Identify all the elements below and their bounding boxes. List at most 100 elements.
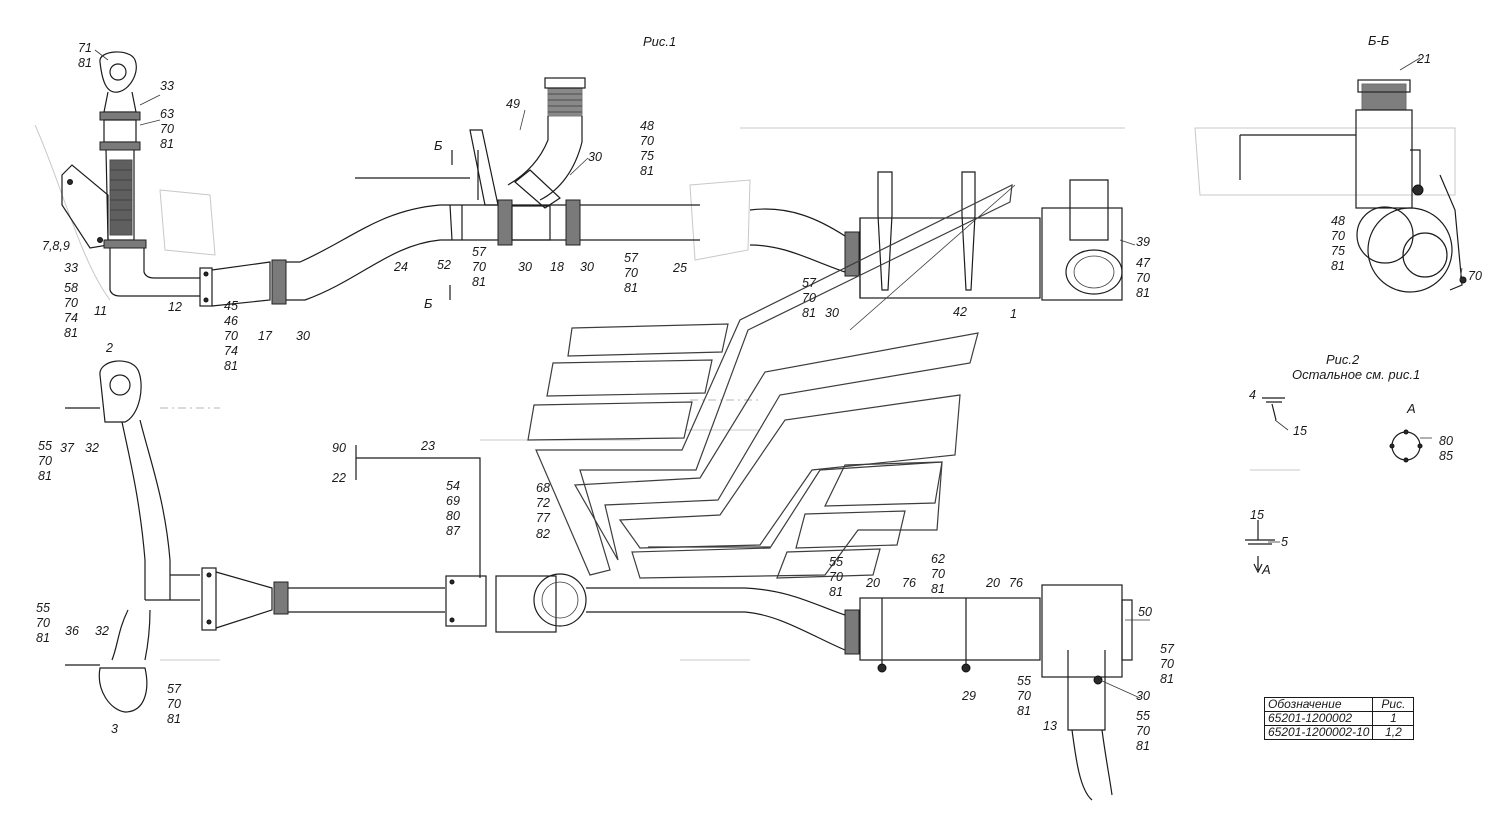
callout-number: 25 <box>672 261 687 275</box>
callout-number: 30 <box>1136 689 1150 703</box>
row-figure: 1 <box>1372 711 1415 726</box>
callout-number: 29 <box>961 689 976 703</box>
callout-number: 30 <box>580 260 594 274</box>
callout-number: 74 <box>224 344 238 358</box>
designation-table-header: Обозначение Рис. <box>1263 697 1415 712</box>
callout-number: 77 <box>536 511 551 525</box>
callout-number: 24 <box>393 260 408 274</box>
callout-number: 11 <box>94 304 107 318</box>
callout-number: 81 <box>472 275 486 289</box>
callout-number: 70 <box>1331 229 1345 243</box>
callout-number: 75 <box>1331 244 1345 258</box>
section-caption: Б-Б <box>1368 33 1390 48</box>
row-designation: 65201-1200002 <box>1263 711 1374 726</box>
header-figure: Рис. <box>1372 697 1415 712</box>
callout-number: 81 <box>931 582 945 596</box>
callout-number: 21 <box>1416 52 1431 66</box>
callout-number: 48 <box>1331 214 1345 228</box>
callout-number: 30 <box>296 329 310 343</box>
callout-number: 30 <box>518 260 532 274</box>
callout-number: 57 <box>624 251 639 265</box>
callout-number: 70 <box>640 134 654 148</box>
callout-number: 55 <box>38 439 52 453</box>
callout-number: 4 <box>1249 388 1256 402</box>
callout-number: 70 <box>624 266 638 280</box>
callout-number: 80 <box>446 509 460 523</box>
callout-number: 32 <box>95 624 109 638</box>
callout-number: 70 <box>1160 657 1174 671</box>
callout-number: 81 <box>160 137 174 151</box>
callout-number: 81 <box>1136 286 1150 300</box>
row-designation: 65201-1200002-10 <box>1263 725 1374 740</box>
captions: Рис.1 Б-Б Рис.2 Остальное см. рис.1 A А … <box>424 33 1420 577</box>
callout-number: 33 <box>64 261 78 275</box>
callout-number: 57 <box>802 276 817 290</box>
callout-number: 81 <box>829 585 843 599</box>
callout-number: 85 <box>1439 449 1453 463</box>
callout-number: 81 <box>224 359 238 373</box>
view-a-label: A <box>1406 401 1416 416</box>
callout-number: 72 <box>536 496 550 510</box>
callout-number: 30 <box>825 306 839 320</box>
callout-number: 46 <box>224 314 238 328</box>
callout-number: 70 <box>36 616 50 630</box>
fig2-caption: Рис.2 <box>1326 352 1360 367</box>
callout-number: 18 <box>550 260 564 274</box>
callout-number: 23 <box>420 439 435 453</box>
callout-number: 70 <box>1136 724 1150 738</box>
callout-number: 70 <box>160 122 174 136</box>
callout-number: 58 <box>64 281 78 295</box>
callout-number: 49 <box>506 97 520 111</box>
callout-number: 47 <box>1136 256 1151 270</box>
frame-background <box>34 124 1456 661</box>
callout-number: 81 <box>624 281 638 295</box>
callout-number: 54 <box>446 479 460 493</box>
callout-number: 50 <box>1138 605 1152 619</box>
callout-number: 70 <box>829 570 843 584</box>
callout-number: 52 <box>437 258 451 272</box>
callout-number: 5 <box>1281 535 1288 549</box>
arrow-a-label: А <box>1261 562 1271 577</box>
callout-number: 57 <box>472 245 487 259</box>
callout-number: 87 <box>446 524 461 538</box>
callout-number: 37 <box>60 441 75 455</box>
callout-number: 20 <box>985 576 1000 590</box>
cut-b-bottom-label: Б <box>424 296 433 311</box>
callout-number: 55 <box>36 601 50 615</box>
callout-number: 70 <box>224 329 238 343</box>
callout-number: 39 <box>1136 235 1150 249</box>
lower-assembly <box>65 360 1133 801</box>
callout-number: 70 <box>802 291 816 305</box>
callout-number: 70 <box>472 260 486 274</box>
callout-number: 13 <box>1043 719 1057 733</box>
callout-number: 81 <box>802 306 816 320</box>
watermark-logo <box>527 183 1013 579</box>
callout-number: 57 <box>1160 642 1175 656</box>
callout-number: 3 <box>111 722 118 736</box>
callout-number: 45 <box>224 299 238 313</box>
upper-assembly <box>61 51 1123 331</box>
fig2-note: Остальное см. рис.1 <box>1292 367 1420 382</box>
callout-number: 42 <box>953 305 967 319</box>
callout-number: 75 <box>640 149 654 163</box>
callout-number: 81 <box>167 712 181 726</box>
callout-number: 7,8,9 <box>42 239 70 253</box>
callout-number: 82 <box>536 527 550 541</box>
fig2-details <box>1245 397 1423 574</box>
callout-number: 71 <box>78 41 92 55</box>
callout-number: 76 <box>1009 576 1023 590</box>
callout-number: 22 <box>331 471 346 485</box>
section-b-b <box>1239 79 1467 293</box>
callout-number: 80 <box>1439 434 1453 448</box>
callout-number: 33 <box>160 79 174 93</box>
callout-number: 15 <box>1250 508 1264 522</box>
callout-number: 55 <box>1017 674 1031 688</box>
callout-number: 36 <box>65 624 79 638</box>
callout-number: 70 <box>1468 269 1482 283</box>
callout-number: 32 <box>85 441 99 455</box>
cut-b-top-label: Б <box>434 138 443 153</box>
callout-number: 81 <box>38 469 52 483</box>
header-designation: Обозначение <box>1263 697 1374 712</box>
callout-number: 15 <box>1293 424 1307 438</box>
